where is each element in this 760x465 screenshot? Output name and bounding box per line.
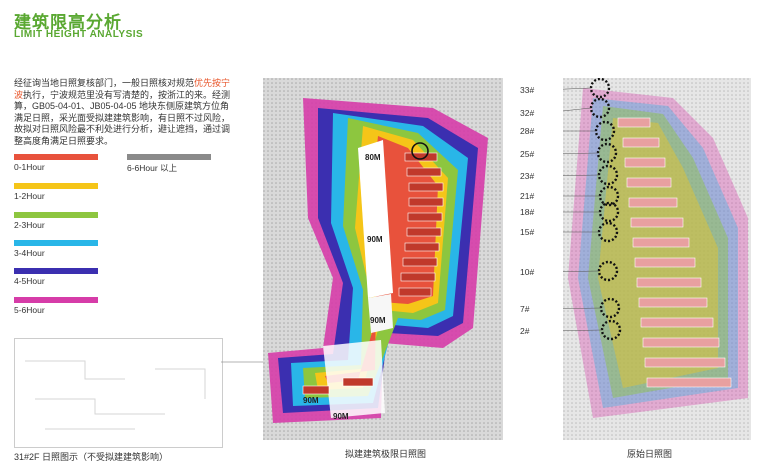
inset-sunlight-diagram [14,338,223,448]
legend-label-4-5h: 4-5Hour [14,276,45,286]
page-subtitle: LIMIT HEIGHT ANALYSIS [14,29,144,40]
proposed-sunlight-map: 80M 90M 90M 90M 90M [263,78,503,440]
height-label-4: 90M [303,396,319,405]
floor-label-2: 2# [520,326,530,336]
description-part-1: 经征询当地日照复核部门，一般日照核对规范 [14,78,195,88]
legend-label-0-1h: 0-1Hour [14,162,45,172]
inset-caption: 31#2F 日照图示（不受拟建建筑影响） [14,452,169,462]
legend-swatch-2-3h [14,212,98,218]
floor-label-7: 7# [520,304,530,314]
legend-label-2-3h: 2-3Hour [14,220,45,230]
floor-label-32: 32# [520,108,535,118]
legend-swatch-0-1h [14,154,98,160]
legend-swatch-1-2h [14,183,98,189]
floor-label-33: 33# [520,85,535,95]
legend-swatch-6h-plus [127,154,211,160]
page-title: 建筑限高分析 [14,13,122,32]
legend-label-6h-plus: 6-6Hour 以上 [127,163,178,173]
legend-swatch-5-6h [14,297,98,303]
floor-label-23: 23# [520,171,535,181]
floor-label-15: 15# [520,227,535,237]
proposed-sunlight-drawing [263,78,503,440]
floor-label-25: 25# [520,149,535,159]
floor-label-18: 18# [520,207,535,217]
height-label-2: 90M [367,235,383,244]
floor-label-10: 10# [520,267,535,277]
original-map-caption: 原始日照图 [627,449,673,459]
inset-drawing [25,360,206,430]
proposed-map-caption: 拟建建筑极限日照图 [345,449,427,459]
original-sunlight-drawing [542,77,751,440]
legend-swatch-3-4h [14,240,98,246]
legend-swatch-4-5h [14,268,98,274]
legend-label-5-6h: 5-6Hour [14,305,45,315]
original-sunlight-map [542,77,751,440]
description-part-2: 执行，宁波规范里没有写清楚的，按浙江的来。经测算，GB05-04-01、JB05… [14,89,231,146]
description-highlight: 优先按宁波 [14,78,231,100]
floor-label-28: 28# [520,126,535,136]
description-text: 经征询当地日照复核部门，一般日照核对规范优先按宁波执行，宁波规范里没有写清楚的，… [14,78,234,147]
height-label-1: 80M [365,153,381,162]
legend-label-1-2h: 1-2Hour [14,191,45,201]
height-label-3: 90M [370,316,386,325]
floor-label-21: 21# [520,191,535,201]
height-label-5: 90M [333,412,349,421]
legend-label-3-4h: 3-4Hour [14,248,45,258]
